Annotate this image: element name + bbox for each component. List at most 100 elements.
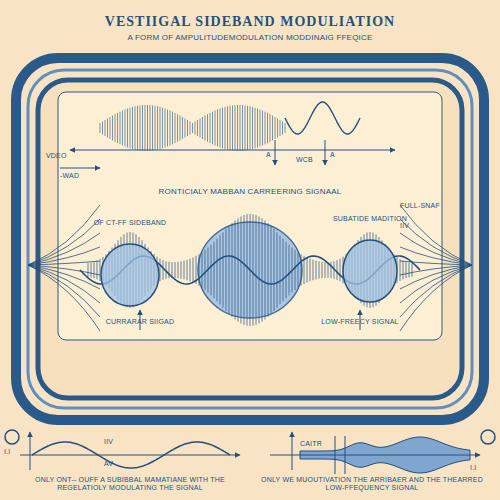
fan-line bbox=[400, 261, 472, 265]
carrier-line bbox=[262, 111, 263, 146]
axis-line bbox=[20, 455, 240, 456]
signal-label: FULL-SNAF bbox=[400, 202, 455, 210]
carrier-line bbox=[167, 109, 168, 146]
fan-line bbox=[400, 265, 472, 317]
note-text: ONLY WE MUOUTIVATION THE ARRIBAER AND TH… bbox=[260, 476, 484, 491]
carrier-line bbox=[247, 214, 248, 325]
carrier-line bbox=[160, 107, 161, 149]
carrier-line bbox=[406, 262, 407, 278]
carrier-line bbox=[230, 106, 231, 150]
carrier-line bbox=[202, 252, 203, 288]
carrier-line bbox=[301, 254, 302, 286]
signal-label: A bbox=[330, 151, 340, 159]
carrier-line bbox=[170, 111, 171, 146]
signal-label: WCB bbox=[296, 156, 326, 164]
signal-label: IIV bbox=[400, 222, 430, 230]
carrier-line bbox=[235, 105, 236, 151]
carrier-line bbox=[217, 239, 218, 302]
outer-frame bbox=[16, 58, 484, 420]
carrier-line bbox=[120, 112, 121, 145]
sideband-ellipse-shape bbox=[343, 240, 397, 302]
carrier-line bbox=[210, 113, 211, 143]
carrier-line bbox=[127, 109, 128, 148]
carrier-line bbox=[205, 116, 206, 141]
carrier-line bbox=[285, 123, 286, 133]
pointer-arrow bbox=[275, 140, 276, 165]
carrier-line bbox=[277, 118, 278, 137]
carrier-line bbox=[241, 216, 242, 323]
fan-line bbox=[400, 205, 472, 265]
signal-label: IIV bbox=[104, 438, 129, 446]
carrier-line bbox=[277, 232, 278, 307]
pointer-arrow bbox=[325, 140, 326, 165]
carrier-line bbox=[272, 116, 273, 141]
carrier-line bbox=[197, 120, 198, 136]
carrier-line bbox=[205, 250, 206, 290]
carrier-line bbox=[162, 108, 163, 149]
ellipse-outline bbox=[100, 243, 160, 307]
carrier-line bbox=[280, 236, 281, 305]
subtitle: A FORM OF AMPULITUDEMODULATION MODDINAIG… bbox=[60, 34, 440, 43]
carrier-line bbox=[225, 107, 226, 149]
carrier-line bbox=[259, 216, 260, 323]
carrier-line bbox=[331, 262, 332, 278]
carrier-line bbox=[220, 109, 221, 148]
carrier-line bbox=[150, 105, 151, 151]
fan-line bbox=[28, 233, 100, 265]
carrier-line bbox=[337, 260, 338, 280]
carrier-line bbox=[200, 118, 201, 137]
carrier-line bbox=[232, 105, 233, 150]
carrier-line bbox=[322, 262, 323, 278]
sideband-ellipse-shape bbox=[101, 244, 159, 306]
carrier-line bbox=[340, 259, 341, 282]
title: VESTIIGAL SIDEBAND MODULIATION bbox=[0, 14, 500, 29]
carrier-line bbox=[115, 114, 116, 142]
carrier-line bbox=[165, 109, 166, 148]
carrier-line bbox=[132, 107, 133, 149]
carrier-line bbox=[169, 262, 170, 278]
waveforms bbox=[28, 102, 472, 473]
carrier-line bbox=[207, 114, 208, 142]
note-text: ONLY ONT-- OUFF A SUBIBBAL MAMATIANE WIT… bbox=[18, 476, 242, 491]
carrier-line bbox=[232, 223, 233, 317]
span-arrow bbox=[70, 150, 395, 151]
signal-label: A bbox=[266, 151, 276, 159]
carrier-line bbox=[187, 260, 188, 280]
sine-wave bbox=[285, 102, 360, 134]
carrier-line bbox=[177, 114, 178, 142]
carrier-line bbox=[147, 105, 148, 151]
fan-line bbox=[28, 219, 100, 265]
signal-label: I.I bbox=[470, 464, 495, 472]
carrier-line bbox=[237, 105, 238, 151]
inner-panel bbox=[58, 92, 442, 340]
carrier-line bbox=[175, 262, 176, 278]
marker-line bbox=[345, 436, 346, 474]
carrier-line bbox=[190, 121, 191, 134]
carrier-line bbox=[184, 261, 185, 280]
carrier-line bbox=[199, 254, 200, 286]
carrier-line bbox=[226, 229, 227, 311]
carrier-line bbox=[175, 113, 176, 143]
carrier-line bbox=[283, 239, 284, 302]
frame-band bbox=[28, 70, 472, 408]
carrier-line bbox=[260, 109, 261, 146]
carrier-line bbox=[135, 106, 136, 149]
carrier-line bbox=[282, 121, 283, 134]
signal-label: I.I bbox=[4, 448, 26, 456]
signal-label: LOW-FREECY SIGNAL bbox=[310, 318, 410, 326]
carrier-line bbox=[244, 215, 245, 325]
carrier-line bbox=[229, 226, 230, 314]
carrier-line bbox=[270, 114, 271, 142]
signal-label: RONTICIALY MABBAN CARREERING SIGNAAL bbox=[130, 188, 370, 197]
carrier-line bbox=[257, 109, 258, 148]
carrier-line bbox=[155, 106, 156, 150]
carrier-line bbox=[235, 221, 236, 320]
carrier-line bbox=[202, 117, 203, 139]
fan-line bbox=[28, 261, 100, 265]
carrier-line bbox=[142, 105, 143, 151]
carrier-line bbox=[242, 105, 243, 151]
signal-label: CURRARAR SIIGAD bbox=[92, 318, 188, 326]
carrier-line bbox=[319, 261, 320, 278]
carrier-line bbox=[220, 236, 221, 305]
